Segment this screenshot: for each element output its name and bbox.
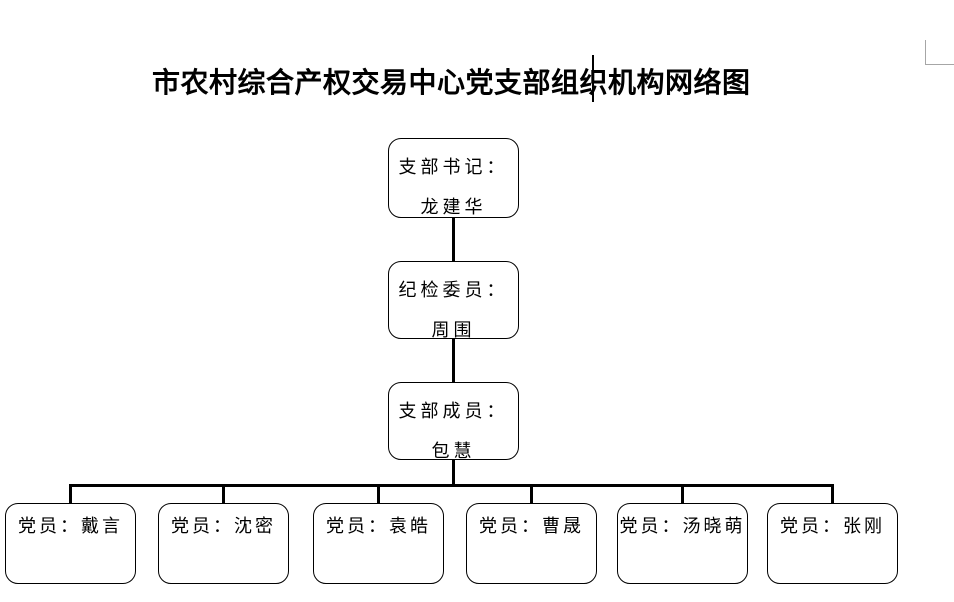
connector-secretary-to-discipline (452, 217, 455, 262)
connector-stub-member-2 (222, 484, 225, 505)
page-corner-mark-horizontal (925, 64, 954, 65)
connector-stub-member-6 (831, 484, 834, 505)
connector-stub-member-4 (530, 484, 533, 505)
org-node-person-name: 包慧 (431, 441, 476, 462)
org-node-party-member-4[interactable]: 党员：曹晟 (466, 503, 597, 584)
page-title[interactable]: 市农村综合产权交易中心党支部组织机构网络图 (152, 66, 751, 99)
org-node-party-member-3[interactable]: 党员：袁皓 (313, 503, 444, 584)
text-cursor-caret (592, 55, 594, 102)
org-node-role-label: 纪检委员： (398, 280, 509, 301)
org-node-discipline-inspector[interactable]: 纪检委员： 周围 (388, 261, 519, 341)
org-node-role-label: 支部书记： (398, 157, 509, 178)
connector-stub-member-1 (69, 484, 72, 505)
page-corner-mark-vertical (925, 40, 926, 65)
org-node-member-label: 党员：汤晓萌 (619, 516, 746, 537)
connector-discipline-to-member (452, 338, 455, 383)
org-node-member-label: 党员：张刚 (780, 516, 885, 537)
org-node-member-label: 党员：沈密 (171, 516, 276, 537)
org-node-branch-secretary[interactable]: 支部书记： 龙建华 (388, 138, 519, 218)
org-node-party-member-5[interactable]: 党员：汤晓萌 (617, 503, 748, 584)
org-node-person-name: 周围 (431, 320, 476, 341)
org-node-member-label: 党员：袁皓 (326, 516, 431, 537)
org-node-party-member-1[interactable]: 党员：戴言 (5, 503, 136, 584)
org-node-member-label: 党员：戴言 (18, 516, 123, 537)
connector-stub-member-3 (377, 484, 380, 505)
org-node-person-name: 龙建华 (420, 197, 487, 218)
connector-stub-member-5 (681, 484, 684, 505)
org-node-party-member-6[interactable]: 党员：张刚 (767, 503, 898, 584)
org-node-role-label: 支部成员： (398, 401, 509, 422)
connector-member-to-rail (452, 459, 455, 485)
connector-horizontal-rail (69, 484, 834, 487)
org-node-party-member-2[interactable]: 党员：沈密 (158, 503, 289, 584)
org-node-member-label: 党员：曹晟 (479, 516, 584, 537)
org-node-branch-member[interactable]: 支部成员： 包慧 (388, 382, 519, 462)
